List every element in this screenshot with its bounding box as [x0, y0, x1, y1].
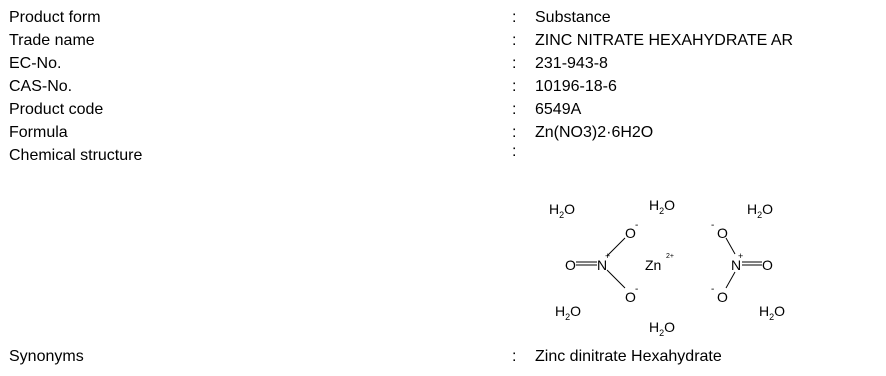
row-cas-no: CAS-No. : 10196-18-6 — [0, 75, 886, 99]
single-bond — [606, 237, 626, 257]
row-formula: Formula : Zn(NO3)2·6H2O — [0, 121, 886, 145]
water-molecule: H2O — [649, 319, 675, 338]
charge-minus: - — [635, 284, 638, 295]
single-bond — [606, 269, 626, 289]
water-molecule: H2O — [649, 197, 675, 216]
nitrate-nitrogen: N — [731, 257, 741, 273]
colon: : — [512, 78, 517, 95]
single-bond — [725, 237, 736, 255]
colon: : — [512, 101, 517, 118]
row-synonyms: Synonyms : Zinc dinitrate Hexahydrate — [0, 345, 886, 369]
water-molecule: H2O — [549, 201, 575, 220]
colon: : — [512, 9, 517, 26]
nitrate-oxygen: O — [717, 225, 728, 241]
label-formula: Formula — [9, 124, 68, 141]
zinc-ion: Zn — [645, 257, 661, 273]
label-cas-no: CAS-No. — [9, 78, 73, 95]
row-trade-name: Trade name : ZINC NITRATE HEXAHYDRATE AR — [0, 29, 886, 53]
water-molecule: H2O — [759, 303, 785, 322]
row-chemical-structure: Chemical structure : — [0, 143, 886, 168]
nitrate-oxygen: O — [625, 289, 636, 305]
row-product-form: Product form : Substance — [0, 6, 886, 30]
water-molecule: H2O — [747, 201, 773, 220]
value-product-code: 6549A — [535, 101, 582, 118]
value-product-form: Substance — [535, 9, 611, 26]
value-formula: Zn(NO3)2·6H2O — [535, 124, 654, 141]
nitrate-nitrogen: N — [597, 257, 607, 273]
label-chemical-structure: Chemical structure — [9, 147, 143, 164]
label-product-form: Product form — [9, 9, 101, 26]
colon: : — [512, 32, 517, 49]
colon: : — [512, 143, 517, 160]
value-synonyms: Zinc dinitrate Hexahydrate — [535, 348, 722, 365]
nitrate-oxygen: O — [717, 289, 728, 305]
label-synonyms: Synonyms — [9, 348, 84, 365]
value-trade-name: ZINC NITRATE HEXAHYDRATE AR — [535, 32, 794, 49]
row-ec-no: EC-No. : 231-943-8 — [0, 52, 886, 76]
label-trade-name: Trade name — [9, 32, 95, 49]
label-product-code: Product code — [9, 101, 104, 118]
label-ec-no: EC-No. — [9, 55, 62, 72]
nitrate-oxygen: O — [762, 257, 773, 273]
nitrate-oxygen: O — [625, 225, 636, 241]
water-molecule: H2O — [555, 303, 581, 322]
nitrate-oxygen: O — [565, 257, 576, 273]
row-product-code: Product code : 6549A — [0, 98, 886, 122]
colon: : — [512, 55, 517, 72]
charge-minus: - — [711, 220, 714, 231]
chemical-structure-diagram: H2O H2O H2O H2O H2O H2O O - N + O O - Zn… — [549, 197, 785, 338]
value-cas-no: 10196-18-6 — [535, 78, 617, 95]
single-bond — [725, 271, 736, 289]
zinc-charge: 2+ — [666, 253, 674, 260]
colon: : — [512, 124, 517, 141]
charge-plus: + — [738, 251, 743, 261]
value-ec-no: 231-943-8 — [535, 55, 608, 72]
colon: : — [512, 348, 517, 365]
charge-minus: - — [635, 220, 638, 231]
charge-minus: - — [711, 284, 714, 295]
